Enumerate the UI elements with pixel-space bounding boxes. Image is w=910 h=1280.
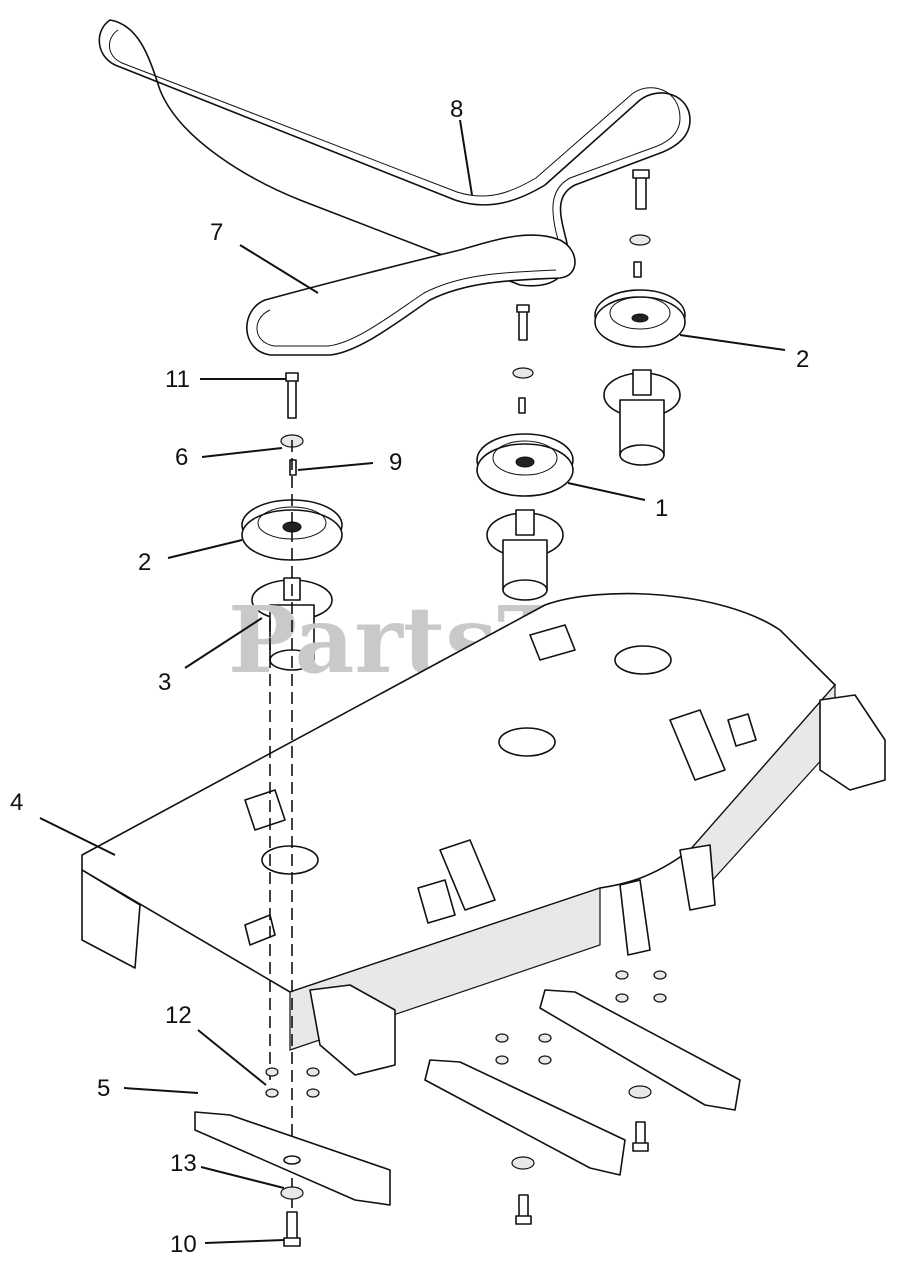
belt-8: [98, 19, 691, 287]
callout-13: 13: [170, 1150, 197, 1177]
right-spindle-assembly: [594, 169, 686, 466]
callout-3: 3: [158, 669, 171, 696]
blade-right: [539, 989, 741, 1111]
blade-5-left: [194, 1111, 391, 1206]
callout-2-right: 2: [796, 346, 809, 373]
belt-7: [246, 234, 576, 356]
callout-6: 6: [175, 444, 188, 471]
blade-hardware: [265, 970, 667, 1247]
callout-12: 12: [165, 1002, 192, 1029]
callout-5: 5: [97, 1075, 110, 1102]
callout-10: 10: [170, 1231, 197, 1258]
mower-deck-4: [81, 592, 886, 1076]
callout-9: 9: [389, 449, 402, 476]
callout-1: 1: [655, 495, 668, 522]
callout-4: 4: [10, 789, 23, 816]
leader-lines: [39, 119, 786, 1244]
callout-8: 8: [450, 96, 463, 123]
callout-2-left: 2: [138, 549, 151, 576]
blade-center: [424, 1059, 626, 1176]
callout-7: 7: [210, 219, 223, 246]
center-spindle-assembly: [476, 304, 574, 601]
callout-11: 11: [165, 366, 190, 393]
